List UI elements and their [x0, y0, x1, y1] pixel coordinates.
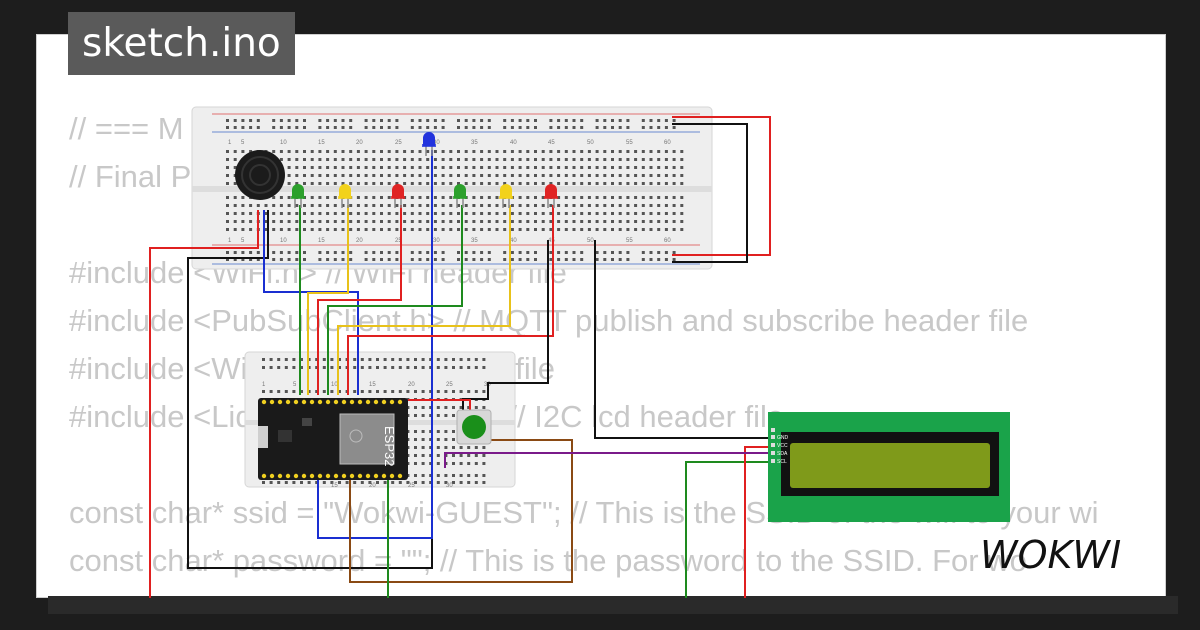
buzzer — [235, 150, 285, 200]
wokwi-logo: WOKWI — [980, 533, 1121, 577]
breadboard-main: 1155101015152020252530303535404045455050… — [191, 106, 713, 270]
breadboard-number: 15 — [318, 140, 325, 146]
breadboard-number: 60 — [664, 238, 671, 244]
breadboard-number: 55 — [626, 238, 633, 244]
breadboard-number: 25 — [395, 140, 402, 146]
breadboard-small-number: 1 — [262, 382, 266, 388]
breadboard-number: 35 — [471, 140, 478, 146]
breadboard-number: 20 — [356, 238, 363, 244]
breadboard-number: 40 — [510, 238, 517, 244]
breadboard-number: 10 — [280, 140, 287, 146]
led-green — [453, 184, 467, 208]
breadboard-number: 25 — [395, 238, 402, 244]
breadboard-number: 45 — [548, 238, 555, 244]
code-line: // Final P — [69, 159, 192, 194]
lcd-pin-label: VCC — [777, 443, 788, 449]
breadboard-small-number: 20 — [369, 483, 376, 489]
breadboard-number: 5 — [241, 140, 245, 146]
led-blue — [422, 132, 436, 156]
breadboard-small-number: 25 — [408, 483, 415, 489]
breadboard-number: 40 — [510, 140, 517, 146]
breadboard-number: 1 — [228, 238, 232, 244]
breadboard-number: 20 — [356, 140, 363, 146]
breadboard-small-number: 15 — [369, 382, 376, 388]
lcd-pin-label: GND — [777, 435, 789, 441]
esp32-board[interactable]: ESP32 — [258, 398, 408, 480]
code-line: const char* password = ""; // This is th… — [69, 543, 1027, 578]
breadboard-small-number: 25 — [446, 382, 453, 388]
breadboard-number: 30 — [433, 140, 440, 146]
breadboard-number: 50 — [587, 140, 594, 146]
breadboard-number: 30 — [433, 238, 440, 244]
led-green — [291, 184, 305, 208]
led-yellow — [499, 184, 513, 208]
lcd-display: GND VCC SDA SCL — [768, 412, 1010, 522]
code-line: const char* mqtt_server = "..."; // This… — [69, 585, 1099, 597]
file-tab[interactable]: sketch.ino — [68, 12, 295, 75]
breadboard-number: 35 — [471, 238, 478, 244]
breadboard-small-number: 10 — [331, 382, 338, 388]
canvas-shadow — [48, 596, 1178, 614]
breadboard-number: 1 — [228, 140, 232, 146]
code-line: // === M — [69, 111, 184, 146]
breadboard-number: 55 — [626, 140, 633, 146]
breadboard-number: 45 — [548, 140, 555, 146]
led-group — [291, 132, 558, 208]
lcd-pin-label: SDA — [777, 451, 788, 457]
breadboard-small-number: 5 — [293, 382, 297, 388]
breadboard-small-number: 20 — [408, 382, 415, 388]
led-red — [544, 184, 558, 208]
pushbutton[interactable] — [456, 409, 492, 445]
breadboard-small-number: 30 — [446, 483, 453, 489]
led-yellow — [338, 184, 352, 208]
breadboard-number: 15 — [318, 238, 325, 244]
breadboard-number: 60 — [664, 140, 671, 146]
breadboard-number: 50 — [587, 238, 594, 244]
wokwi-logo-text: WOKWI — [980, 533, 1121, 577]
wires — [149, 116, 771, 598]
breadboard-number: 5 — [241, 238, 245, 244]
led-red — [391, 184, 405, 208]
lcd-pin-label: SCL — [777, 459, 787, 465]
esp32-label: ESP32 — [382, 426, 397, 466]
breadboard-number: 10 — [280, 238, 287, 244]
breadboard-small-number: 15 — [331, 483, 338, 489]
